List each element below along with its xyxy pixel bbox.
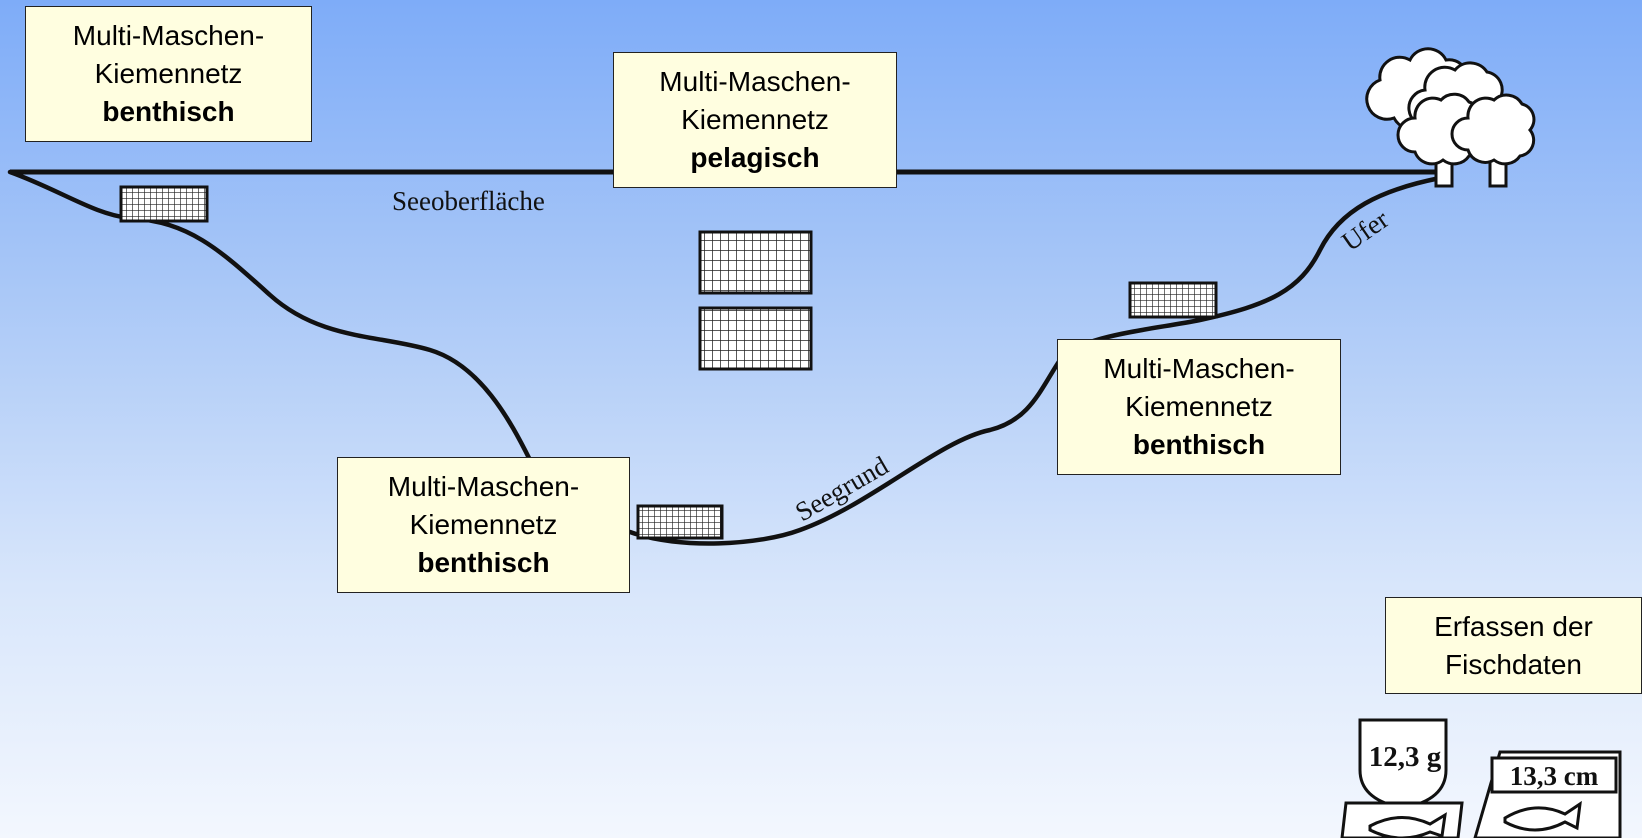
box-line-1: Multi-Maschen-	[1103, 353, 1295, 384]
gillnet-benthic-top-left	[119, 185, 209, 223]
gillnet-benthic-bottom	[636, 504, 724, 540]
box-line-1: Multi-Maschen-	[387, 471, 580, 502]
box-line-1: Multi-Maschen-	[72, 20, 265, 51]
box-line-1: Multi-Maschen-	[659, 66, 851, 97]
box-line-3: benthisch	[417, 547, 550, 578]
box-line-2: Kiemennetz	[409, 509, 558, 540]
gillnet-pelagic-upper	[698, 230, 813, 295]
box-line-2: Kiemennetz	[1125, 391, 1273, 422]
box-gillnet-benthic-right: Multi-Maschen- Kiemennetz benthisch	[1057, 339, 1341, 475]
measuring-board-icon	[1473, 750, 1622, 838]
surface-label: Seeoberfläche	[392, 186, 545, 216]
box-line-2: Kiemennetz	[681, 104, 829, 135]
trees-icon	[1365, 47, 1536, 188]
box-line-3: benthisch	[102, 96, 235, 127]
box-gillnet-pelagic: Multi-Maschen- Kiemennetz pelagisch	[613, 52, 897, 188]
weight-readout: 12,3 g	[1369, 741, 1442, 773]
shore-label: Ufer	[1336, 204, 1394, 257]
box-fish-data: Erfassen der Fischdaten	[1385, 597, 1642, 694]
box-line-3: benthisch	[1132, 429, 1266, 460]
box-line-2: Kiemennetz	[94, 58, 243, 89]
box-gillnet-benthic-bottom: Multi-Maschen- Kiemennetz benthisch	[337, 457, 630, 593]
box-gillnet-benthic-top-left: Multi-Maschen- Kiemennetz benthisch	[25, 6, 312, 142]
box-line-1: Erfassen der	[1434, 610, 1593, 642]
gillnet-benthic-right	[1128, 281, 1218, 319]
length-readout: 13,3 cm	[1510, 761, 1599, 791]
gillnet-pelagic-lower	[698, 306, 813, 371]
box-line-2: Fischdaten	[1445, 648, 1582, 680]
weighing-scale-icon	[1340, 718, 1464, 838]
box-line-3: pelagisch	[690, 142, 820, 173]
